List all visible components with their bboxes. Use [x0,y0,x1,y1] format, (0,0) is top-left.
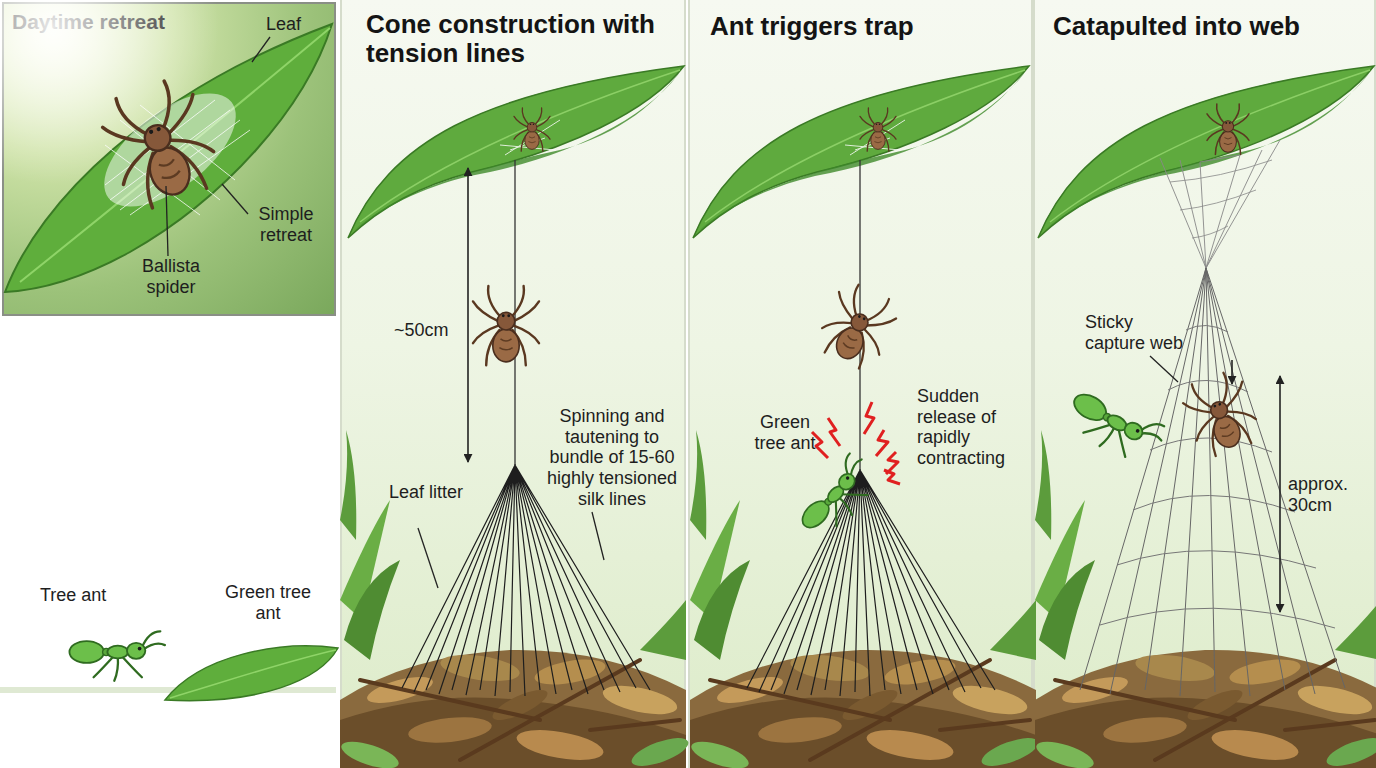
leaf-litter-drawing [688,430,1041,768]
ballista-spider-drawing [95,73,225,214]
silk-thread [859,160,860,470]
retreat-threads-part [105,105,235,215]
part-label: approx. 30cm [1288,474,1358,515]
panel-band: Ant triggers trap [688,0,1033,768]
panel-title: Cone construction with tension lines [366,10,658,68]
retreat-threads-part [105,100,250,215]
leaf-drawing [165,646,338,701]
green-tree-ant-drawing [791,450,885,544]
part-label: Green tree ant [218,582,318,623]
part-label: Leaf [266,14,326,35]
leaf-midrib [20,28,330,282]
panel-title: Daytime retreat [12,10,312,34]
tension-lines [402,465,650,696]
motion-arrow [1231,360,1233,384]
leader-line [1150,356,1178,382]
retreat-threads [845,120,905,155]
leader-line [166,186,168,256]
ground-strip [0,687,336,693]
part-label: Tree ant [40,585,150,606]
panel-4-art [1033,66,1376,768]
trigger-sparks [812,402,900,484]
leaf-drawing [5,24,332,292]
retreat-web [1170,160,1272,238]
leaf-litter-drawing [1033,430,1376,768]
silk-thread [514,160,515,465]
part-label: Ballista spider [126,256,216,297]
spider-drawing [473,286,539,365]
panel-3-art [688,66,1041,768]
part-label: Spinning and tautening to bundle of 15-6… [538,406,686,509]
capture-web-spirals [1100,325,1335,628]
part-label: Sticky capture web [1085,312,1195,353]
trigger-sparks-part [884,470,900,484]
leaf-midrib [170,650,336,698]
spider-drawing [1178,368,1263,461]
panel-band: Cone construction with tension lines [340,0,686,768]
panel-band: Daytime retreat [2,2,336,316]
spider-drawing [813,279,902,374]
trigger-sparks-part [864,402,874,434]
spider-drawing [1207,104,1249,154]
panel-2-art [338,66,691,768]
trigger-sparks-part [812,432,828,458]
part-label: ~50cm [394,320,466,341]
dimension-arrow [1279,376,1281,612]
dimension-arrow [467,168,469,462]
panel-band: Catapulted into web [1033,0,1376,768]
ant-and-leaf-art [0,631,338,700]
leaf-drawing [348,66,684,238]
part-label: Leaf litter [386,482,466,503]
tension-lines [747,470,995,696]
panel-1-art [2,2,336,316]
leaf-litter-drawing [338,430,691,768]
leader-line [418,528,438,588]
trigger-sparks-part [886,452,898,474]
retreat-threads [500,120,560,155]
part-label: Sudden release of rapidly contracting [917,386,1029,469]
green-tree-ant-drawing [1061,381,1168,472]
spider-drawing [514,108,550,151]
leader-line [222,184,248,214]
retreat-silk [85,72,255,228]
sunlight [2,2,336,316]
leaf-drawing [693,66,1029,238]
leader-line [252,37,270,62]
leader-line [592,512,604,560]
capture-web-radials [1080,268,1345,696]
leaf-drawing [1038,66,1374,238]
retreat-threads [105,100,250,215]
part-label: Simple retreat [246,204,326,245]
tree-ant-drawing [69,631,164,680]
part-label: Green tree ant [745,412,825,453]
panel-title: Ant triggers trap [710,12,1020,41]
spider-drawing [860,108,896,151]
trigger-sparks-part [828,418,840,446]
panel-title: Catapulted into web [1053,12,1368,41]
retreat-web [1160,140,1280,268]
trigger-sparks-part [876,430,888,456]
